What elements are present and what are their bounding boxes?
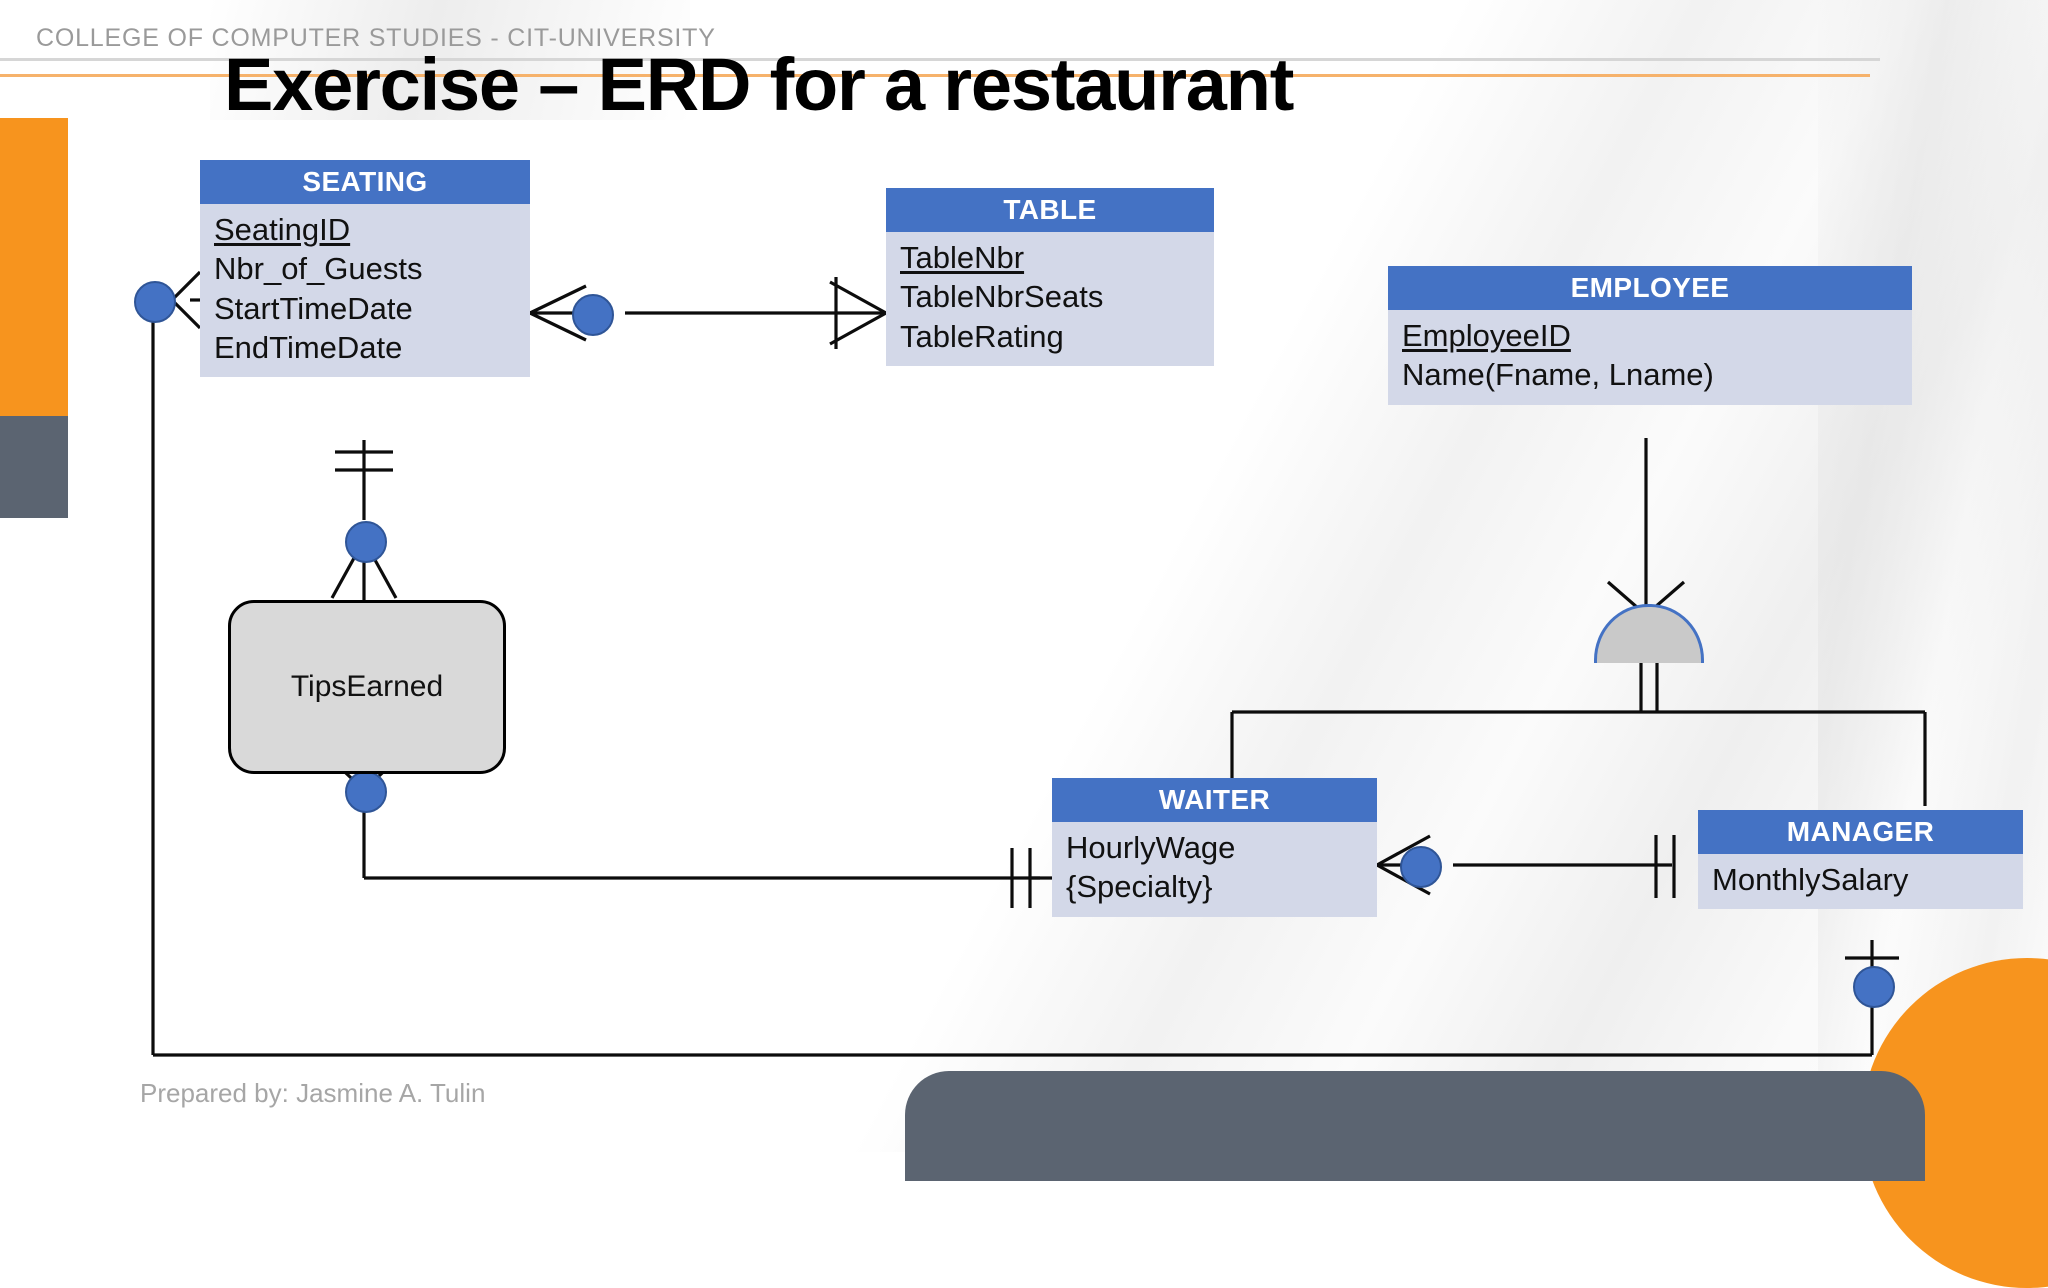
relationship-node-seating-tips	[345, 521, 387, 563]
header-rule-gray	[0, 58, 1880, 61]
relationship-tips-earned-label: TipsEarned	[290, 670, 444, 703]
relationship-node-manager-bottom	[1853, 966, 1895, 1008]
slide-footer: Prepared by: Jasmine A. Tulin	[140, 1078, 486, 1108]
entity-manager-title: MANAGER	[1698, 810, 2023, 854]
entity-employee[interactable]: EMPLOYEE EmployeeID Name(Fname, Lname)	[1388, 266, 1912, 405]
relationship-node-seating-table	[572, 294, 614, 336]
header-rule-orange	[0, 74, 1870, 77]
slide-kicker: COLLEGE OF COMPUTER STUDIES - CIT-UNIVER…	[36, 24, 716, 52]
attribute-table-nbr: TableNbr	[900, 240, 1025, 275]
entity-waiter-attributes: HourlyWage {Specialty}	[1052, 822, 1377, 917]
entity-seating-title: SEATING	[200, 160, 530, 204]
entity-waiter-title: WAITER	[1052, 778, 1377, 822]
entity-table-title: TABLE	[886, 188, 1214, 232]
entity-employee-attributes: EmployeeID Name(Fname, Lname)	[1388, 310, 1912, 405]
attribute-monthly-salary: MonthlySalary	[1712, 862, 1909, 897]
left-gray-bar	[0, 416, 68, 518]
relationship-node-waiter-manager	[1400, 846, 1442, 888]
relationship-node-seating-left	[134, 281, 176, 323]
left-orange-bar	[0, 118, 68, 416]
attribute-hourly-wage: HourlyWage	[1066, 830, 1236, 865]
attribute-nbr-of-guests: Nbr_of_Guests	[214, 251, 423, 287]
bottom-gray-bar	[905, 1071, 1925, 1181]
entity-manager-attributes: MonthlySalary	[1698, 854, 2023, 910]
disjoint-specialization-symbol	[1594, 604, 1704, 663]
attribute-start-time-date: StartTimeDate	[214, 290, 413, 326]
entity-seating[interactable]: SEATING SeatingID Nbr_of_Guests StartTim…	[200, 160, 530, 378]
attribute-table-rating: TableRating	[900, 318, 1064, 354]
entity-waiter[interactable]: WAITER HourlyWage {Specialty}	[1052, 778, 1377, 917]
relationship-tips-earned[interactable]: TipsEarned	[228, 600, 506, 774]
entity-employee-title: EMPLOYEE	[1388, 266, 1912, 310]
entity-table[interactable]: TABLE TableNbr TableNbrSeats TableRating	[886, 188, 1214, 367]
page-title: Exercise – ERD for a restaurant	[224, 43, 1294, 126]
attribute-employee-name: Name(Fname, Lname)	[1402, 357, 1714, 393]
attribute-specialty: {Specialty}	[1066, 869, 1213, 905]
entity-manager[interactable]: MANAGER MonthlySalary	[1698, 810, 2023, 910]
attribute-table-nbr-seats: TableNbrSeats	[900, 279, 1104, 315]
entity-seating-attributes: SeatingID Nbr_of_Guests StartTimeDate En…	[200, 204, 530, 378]
entity-table-attributes: TableNbr TableNbrSeats TableRating	[886, 232, 1214, 367]
attribute-seating-id: SeatingID	[214, 212, 351, 247]
attribute-end-time-date: EndTimeDate	[214, 330, 403, 366]
relationship-node-tips-waiter	[345, 771, 387, 813]
attribute-employee-id: EmployeeID	[1402, 318, 1571, 353]
